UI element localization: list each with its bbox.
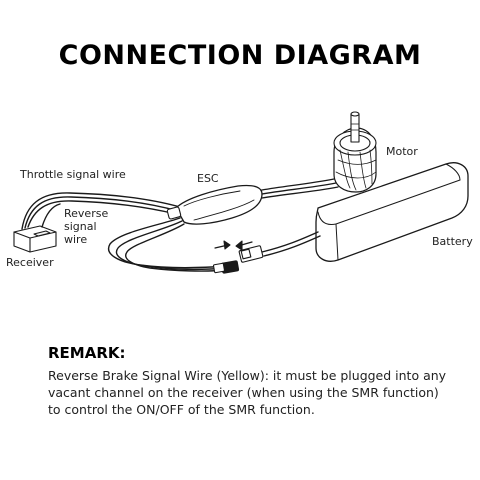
diagram-title: CONNECTION DIAGRAM bbox=[58, 40, 422, 71]
plug-direction-arrows bbox=[214, 240, 253, 251]
throttle-signal-wire-label: Throttle signal wire bbox=[20, 168, 126, 181]
remark-text: Reverse Brake Signal Wire (Yellow): it m… bbox=[48, 368, 447, 417]
reverse-signal-wire-label-line1: Reverse bbox=[64, 207, 109, 220]
reverse-signal-wire-label-line3: wire bbox=[64, 233, 88, 246]
battery-label: Battery bbox=[432, 235, 473, 248]
motor-label: Motor bbox=[386, 145, 418, 158]
battery-pack bbox=[315, 162, 469, 262]
motor-unit bbox=[333, 111, 377, 193]
throttle-signal-wire bbox=[21, 192, 181, 230]
receiver-label: Receiver bbox=[6, 256, 54, 269]
reverse-signal-wire-label-line2: signal bbox=[64, 220, 97, 233]
esc-unit bbox=[166, 184, 263, 225]
reverse-signal-wire bbox=[41, 203, 61, 228]
esc-label: ESC bbox=[197, 172, 219, 185]
remark-heading: REMARK: bbox=[48, 344, 126, 362]
esc-connector bbox=[212, 260, 240, 274]
battery-connector bbox=[238, 245, 264, 263]
receiver-unit bbox=[13, 225, 57, 253]
